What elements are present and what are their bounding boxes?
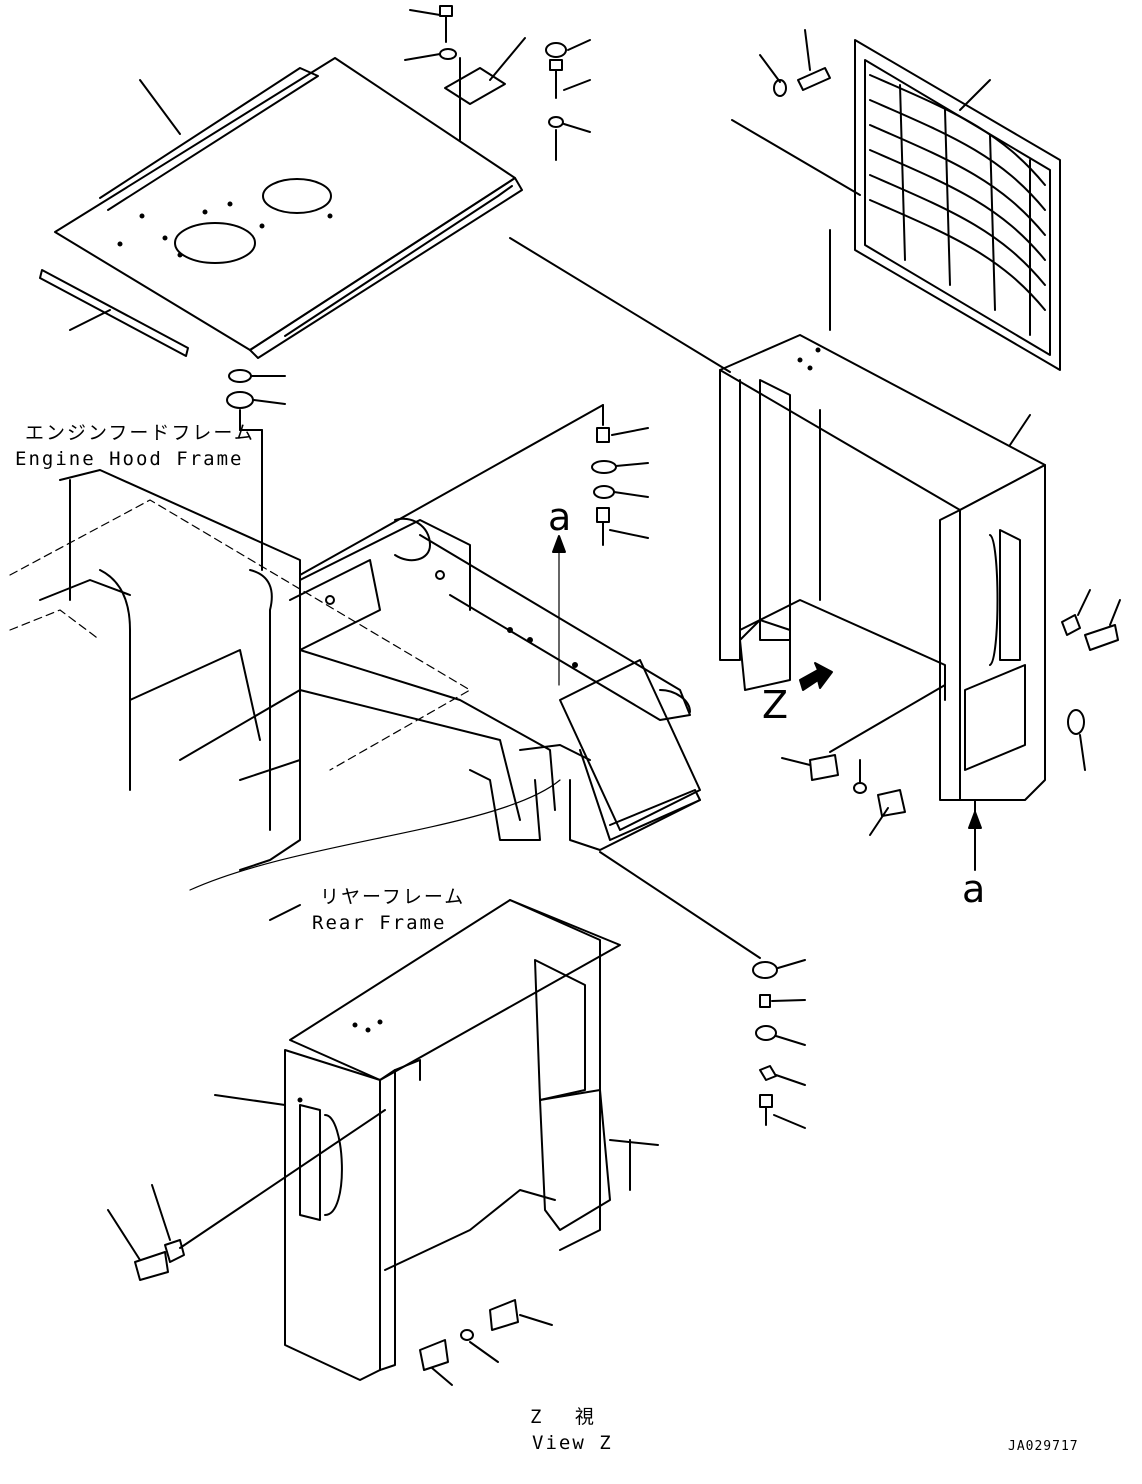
arrow-a-label-right: a [962,867,986,911]
view-z-fasteners [134,961,778,1371]
side-cover-right [719,334,1046,801]
engine-hood-cover [54,57,523,359]
drawing-id: JA029717 [1008,1439,1079,1454]
center-fasteners [591,427,617,546]
view-z-label-en: View Z [532,1432,613,1454]
leader-lines-hood [69,9,591,405]
view-z-indicator-letter: Z [762,683,789,727]
leader-lines-frame [239,409,301,921]
leader-lines-center [299,404,649,576]
engine-hood-frame-label-en: Engine Hood Frame [15,448,244,470]
radiator-grille [854,39,1061,371]
arrow-a-right [968,811,982,829]
arrow-a-label-top: a [548,495,572,539]
hood-seal-strip [39,269,189,357]
engine-hood-frame-label-jp: エンジンフードフレーム [25,422,255,444]
right-cover-fasteners [809,614,1119,817]
leader-lines-grille [731,29,991,331]
rear-frame-assembly [9,469,701,891]
leader-lines-view-z [107,851,806,1386]
rear-frame-label-en: Rear Frame [312,912,447,934]
grille-bolt [773,67,831,97]
leader-lines-right [509,237,1121,871]
rear-frame-label-jp: リヤーフレーム [320,886,466,908]
view-z-label-jp: Z 視 [530,1406,596,1428]
side-cover-view-z [284,899,621,1381]
view-z-arrow [799,662,833,691]
